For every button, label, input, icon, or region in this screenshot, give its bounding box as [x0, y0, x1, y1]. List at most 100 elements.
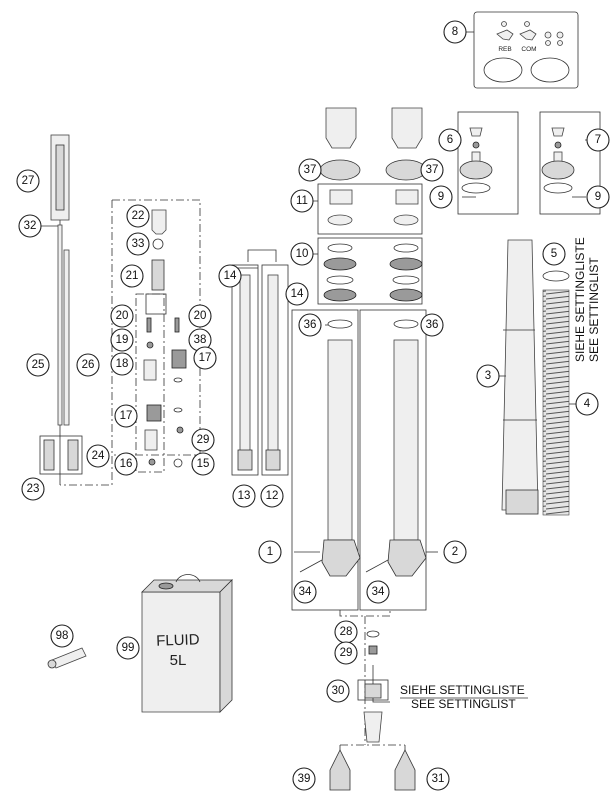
grease-tube — [47, 647, 87, 669]
setting-note-right: SIEHE SETTINGLISTE SEE SETTINGLIST — [573, 237, 601, 362]
callout-15: 15 — [191, 452, 215, 476]
callout-number: 10 — [296, 248, 309, 260]
callout-number: 29 — [340, 647, 353, 659]
setting-en-right: SEE SETTINGLIST — [587, 257, 601, 362]
dash-linkages — [59, 150, 406, 760]
label-com: COM — [521, 46, 536, 53]
callout-24: 24 — [86, 444, 110, 468]
callout-circle — [116, 636, 140, 660]
callout-number: 31 — [432, 773, 445, 785]
callout-34a: 34 — [293, 580, 317, 604]
callout-36a: 36 — [298, 313, 322, 337]
callout-17a: 17 — [193, 346, 217, 370]
callout-circle — [18, 214, 42, 238]
callout-number: 99 — [122, 642, 135, 654]
callout-13: 13 — [232, 484, 256, 508]
callout-9a: 9 — [429, 185, 453, 209]
callout-number: 38 — [194, 334, 207, 346]
callout-number: 14 — [291, 288, 304, 300]
callout-circle — [290, 189, 314, 213]
callout-number: 9 — [438, 191, 444, 203]
callout-circle — [126, 204, 150, 228]
callout-27: 27 — [16, 169, 40, 193]
callout-39: 39 — [292, 767, 316, 791]
callout-circle — [293, 580, 317, 604]
callout-37b: 37 — [420, 158, 444, 182]
callout-number: 8 — [452, 26, 458, 38]
callout-circle — [86, 444, 110, 468]
callout-circle — [429, 185, 453, 209]
callout-circle — [50, 624, 74, 648]
callout-number: 16 — [120, 458, 133, 470]
callout-18: 18 — [110, 352, 134, 376]
callout-20a: 20 — [110, 304, 134, 328]
callout-26: 26 — [76, 353, 100, 377]
callout-12: 12 — [260, 484, 284, 508]
callout-1: 1 — [258, 540, 282, 564]
callout-circle — [298, 158, 322, 182]
callout-36b: 36 — [420, 313, 444, 337]
callout-circle — [586, 185, 610, 209]
callout-37a: 37 — [298, 158, 322, 182]
callout-23: 23 — [21, 477, 45, 501]
callout-number: 11 — [296, 195, 308, 207]
callout-number: 18 — [116, 358, 129, 370]
callout-9b: 9 — [586, 185, 610, 209]
callout-circle — [120, 264, 144, 288]
callout-number: 19 — [116, 334, 129, 346]
callout-circle — [575, 392, 599, 416]
callout-circle — [114, 404, 138, 428]
callout-25: 25 — [26, 353, 50, 377]
callout-21: 21 — [120, 264, 144, 288]
callout-circle — [16, 169, 40, 193]
callout-number: 12 — [266, 490, 279, 502]
callout-number: 24 — [92, 450, 105, 462]
callout-circle — [21, 477, 45, 501]
callout-3: 3 — [476, 364, 500, 388]
callout-14a: 14 — [218, 264, 242, 288]
rods — [237, 274, 281, 471]
callout-circle — [193, 346, 217, 370]
callout-number: 36 — [426, 319, 439, 331]
callout-number: 4 — [584, 398, 591, 410]
callout-circle — [285, 282, 309, 306]
callout-circle — [290, 242, 314, 266]
callout-circle — [298, 313, 322, 337]
fluid-label-line1: FLUID — [156, 631, 200, 650]
callout-7: 7 — [586, 128, 610, 152]
setting-de-bottom: SIEHE SETTINGLISTE — [400, 683, 525, 697]
callout-circle — [188, 304, 212, 328]
callout-29a: 29 — [191, 428, 215, 452]
setting-note-bottom: SIEHE SETTINGLISTE SEE SETTINGLIST — [400, 683, 528, 711]
callout-circle — [26, 353, 50, 377]
callout-number: 7 — [595, 134, 601, 146]
callout-number: 28 — [340, 626, 353, 638]
setting-de-right: SIEHE SETTINGLISTE — [573, 237, 587, 362]
callout-16: 16 — [114, 452, 138, 476]
callout-4: 4 — [575, 392, 599, 416]
callout-number: 9 — [595, 191, 601, 203]
callout-circle — [232, 484, 256, 508]
callout-38: 38 — [188, 328, 212, 352]
fluid-can: FLUID 5L — [141, 574, 233, 713]
callout-circle — [420, 313, 444, 337]
callout-circle — [76, 353, 100, 377]
callout-31: 31 — [426, 767, 450, 791]
callout-28: 28 — [334, 620, 358, 644]
callout-circle — [366, 580, 390, 604]
part-8-kit-box: REB COM — [466, 11, 579, 89]
callout-circle — [326, 679, 350, 703]
callout-number: 34 — [299, 586, 312, 598]
callout-10: 10 — [290, 242, 314, 266]
callout-number: 22 — [132, 210, 145, 222]
callout-number: 3 — [485, 370, 491, 382]
callout-8: 8 — [443, 20, 467, 44]
callout-circle — [438, 128, 462, 152]
callout-circle — [126, 232, 150, 256]
callout-number: 37 — [304, 164, 317, 176]
callout-11: 11 — [290, 189, 314, 213]
label-reb: REB — [498, 46, 511, 53]
callout-number: 2 — [452, 546, 458, 558]
